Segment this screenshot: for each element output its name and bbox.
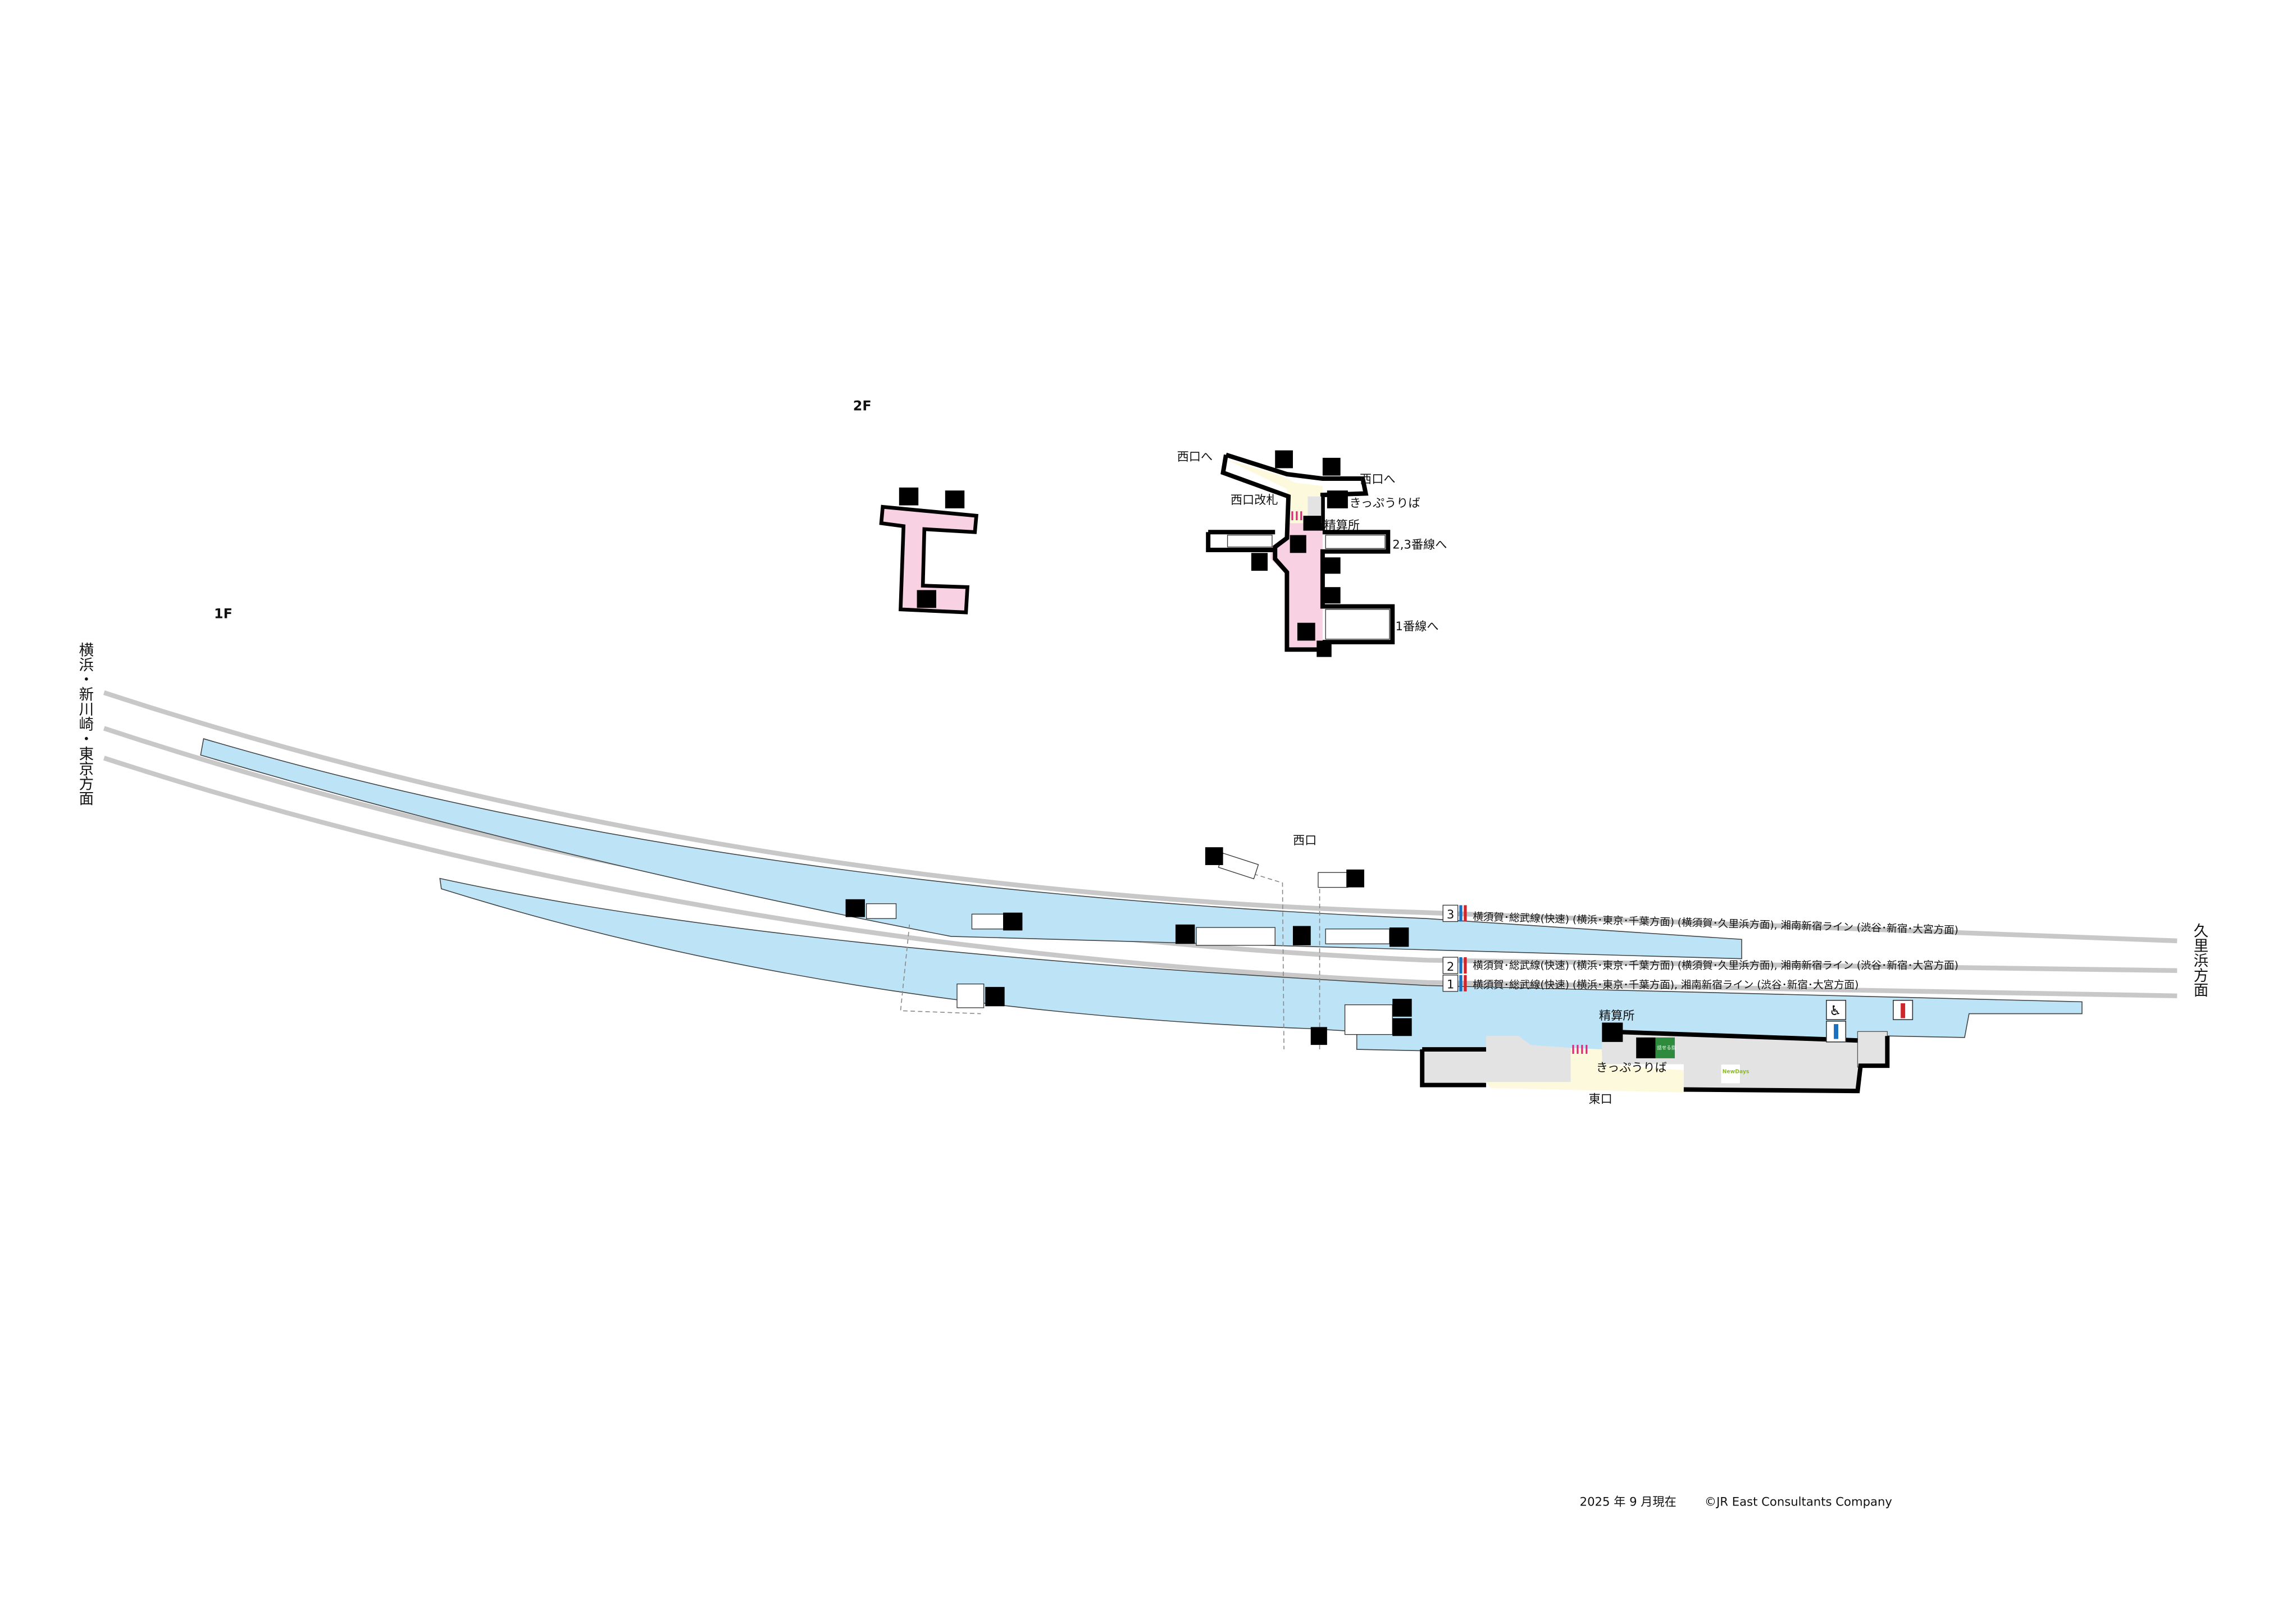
elevator-icon — [1290, 535, 1306, 553]
escalator-icon — [1297, 622, 1315, 641]
talk-ticket-machine-icon — [1655, 1037, 1675, 1058]
floor2-west-concourse — [879, 487, 978, 615]
escalator-icon — [1175, 924, 1195, 944]
platform-1-2 — [439, 877, 2083, 1053]
talk-ticket-label: 話せる指 — [1657, 1045, 1676, 1050]
footer-date: 2025 年 9 月現在 — [1580, 1494, 1677, 1508]
stairs-icon — [1205, 847, 1223, 865]
stairs-icon — [1392, 999, 1412, 1017]
ticket-gates — [1291, 511, 1302, 521]
stairs-icon — [1324, 557, 1341, 574]
rail-tracks — [103, 690, 2177, 999]
floor-1f-label: 1F — [214, 606, 233, 622]
east-exit-label: 東口 — [1589, 1091, 1612, 1106]
fare-adjustment-icon — [1602, 1022, 1623, 1042]
fare-adjustment-1f-label: 精算所 — [1599, 1008, 1634, 1022]
west-gate-label: 西口改札 — [1231, 493, 1278, 507]
stairs-icon — [985, 986, 1005, 1007]
newdays-shop-label: NewDays — [1723, 1068, 1750, 1075]
stairs-icon — [1275, 450, 1293, 468]
floor2-main-concourse — [1206, 450, 1395, 657]
ticket-machine-icon — [1327, 490, 1348, 508]
svg-text:横須賀･総武線(快速) (横浜･東京･千葉方面), 湘南新宿: 横須賀･総武線(快速) (横浜･東京･千葉方面), 湘南新宿ライン (渋谷･新宿… — [1473, 980, 1858, 991]
ticket-machine-icon — [1636, 1037, 1656, 1058]
track-1-label: 1 横須賀･総武線(快速) (横浜･東京･千葉方面), 湘南新宿ライン (渋谷･… — [1442, 975, 1858, 992]
floor-2f-label: 2F — [853, 398, 872, 413]
west-exit-label: 西口へ — [1360, 472, 1395, 486]
elevator-icon — [1292, 926, 1311, 945]
west-exit-label: 西口へ — [1177, 449, 1213, 463]
to-track-1-label: 1番線へ — [1396, 619, 1439, 633]
west-exit-1f-label: 西口 — [1293, 833, 1316, 847]
fare-adjustment-label: 精算所 — [1324, 518, 1360, 532]
to-track-23-label: 2,3番線へ — [1392, 537, 1447, 551]
east-exit-building: NewDays 話せる指 ♿ — [1420, 999, 1914, 1094]
escalator-icon — [1251, 553, 1268, 571]
escalator-icon — [1392, 1018, 1412, 1036]
stairs-icon — [917, 590, 936, 608]
svg-text:横須賀･総武線(快速) (横浜･東京･千葉方面) (横須賀･: 横須賀･総武線(快速) (横浜･東京･千葉方面) (横須賀･久里浜方面), 湘南… — [1473, 960, 1958, 972]
ticket-office-1f-label: きっぷうりば — [1596, 1061, 1667, 1075]
svg-text:2: 2 — [1447, 959, 1454, 974]
ticket-office-label: きっぷうりば — [1350, 495, 1420, 510]
fare-adjustment-icon — [1303, 516, 1322, 531]
direction-east-label: 久里浜方面 — [2191, 923, 2208, 997]
stairs-icon — [1389, 927, 1409, 947]
platform-3 — [200, 738, 1742, 959]
stairs-icon — [899, 487, 919, 506]
track-2-label: 2 横須賀･総武線(快速) (横浜･東京･千葉方面) (横須賀･久里浜方面), … — [1442, 957, 1958, 974]
footer-copyright: ©JR East Consultants Company — [1705, 1494, 1892, 1508]
stairs-icon — [845, 899, 865, 917]
ticket-gates — [1572, 1045, 1588, 1054]
stairs-icon — [1324, 587, 1341, 604]
platform-facilities — [845, 899, 1412, 1045]
accessible-icon — [1826, 999, 1847, 1020]
stairs-icon — [945, 490, 965, 508]
svg-text:3: 3 — [1447, 907, 1454, 921]
direction-west-label: 横浜・新川崎・東京方面 — [76, 642, 93, 806]
stairs-icon — [1322, 457, 1341, 476]
elevator-icon — [1310, 1027, 1327, 1045]
elevator-icon — [1316, 640, 1332, 657]
stairs-icon — [1346, 869, 1364, 888]
stairs-icon — [1003, 912, 1023, 931]
newdays-shop-icon — [1720, 1064, 1741, 1084]
svg-text:♿: ♿ — [1829, 1003, 1841, 1018]
west-exit-walkway — [900, 847, 1364, 1050]
svg-text:1: 1 — [1447, 977, 1454, 991]
